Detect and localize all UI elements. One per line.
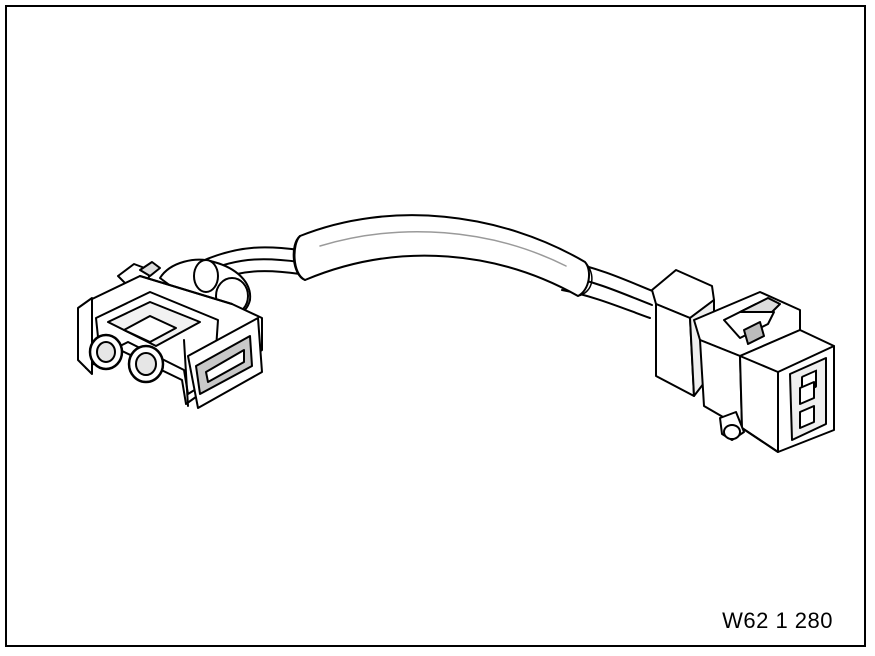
cable-sleeve — [292, 214, 593, 297]
right-connector-plug — [651, 269, 835, 453]
figure-reference-code: W62 1 280 — [722, 608, 833, 633]
left-connector-socket — [77, 258, 263, 409]
